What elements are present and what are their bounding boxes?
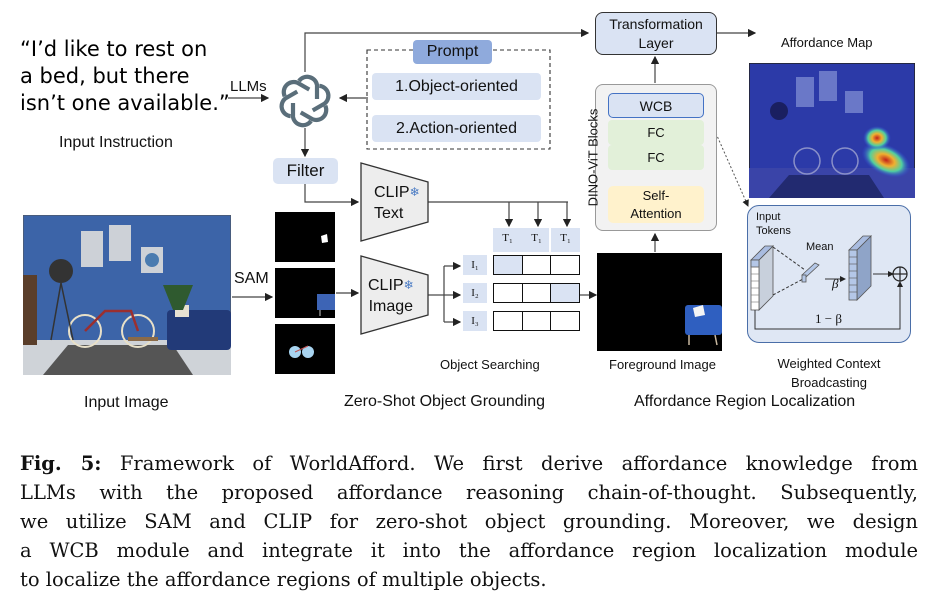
affordance-region-localization-label: Affordance Region Localization [634, 393, 856, 410]
similarity-cell [493, 283, 523, 303]
text-tokens: T₁ T₁ T₁ [493, 232, 580, 244]
similarity-cell [521, 255, 552, 275]
sam-mask-sofa [275, 268, 335, 318]
quote-line: a bed, but there [20, 64, 190, 88]
clip-text-encoder [360, 162, 429, 242]
fc-block: FC [608, 120, 704, 145]
object-searching-label: Object Searching [440, 357, 540, 372]
figure-caption: Fig. 5: Framework of WorldAfford. We fir… [20, 449, 918, 594]
similarity-cell [550, 255, 581, 275]
input-image-label: Input Image [84, 394, 169, 411]
caption-line: LLMs with the proposed affordance reason… [20, 481, 918, 504]
clip-image-encoder [360, 255, 429, 335]
mean-label: Mean [806, 241, 834, 253]
arrow-llm-to-transformation [304, 28, 590, 72]
caption-line: we utilize SAM and CLIP for zero-shot ob… [20, 510, 918, 533]
wcb-title: Weighted Context Broadcasting [777, 356, 881, 390]
wcb-diagram [750, 235, 908, 330]
llms-label: LLMs [230, 78, 267, 95]
similarity-cell [493, 311, 523, 331]
prompt-item-object-oriented: 1.Object-oriented [372, 73, 541, 100]
image-token: I₃ [463, 311, 487, 331]
connector-lines [228, 28, 757, 327]
sam-mask-bicycle [275, 324, 335, 374]
dino-vit-side-label: DINO-ViT Blocks [585, 108, 601, 207]
clip-text-label: CLIP❄ Text [374, 184, 420, 222]
circle-plus-icon [892, 266, 908, 282]
similarity-cell [550, 311, 581, 331]
text-token: T₁ [502, 232, 513, 244]
arrow-filter-to-clip-text [304, 184, 360, 207]
broadcast-token-stack [848, 235, 872, 301]
input-token-stack [750, 245, 774, 311]
image-token: I₁ [463, 255, 487, 275]
snowflake-icon: ❄ [409, 185, 420, 199]
input-instruction-label: Input Instruction [59, 134, 173, 151]
wcb-zoom-connector [702, 103, 749, 207]
self-attention-block: Self- Attention [608, 186, 704, 223]
snowflake-icon: ❄ [403, 278, 414, 292]
openai-logo-icon [279, 74, 331, 128]
foreground-image [597, 253, 722, 351]
text-token-header [493, 228, 580, 252]
caption-line: a WCB module and integrate it into the a… [20, 539, 918, 562]
sam-label: SAM [234, 270, 269, 287]
quote-line: “I’d like to rest on [20, 37, 208, 61]
zero-shot-grounding-label: Zero-Shot Object Grounding [344, 393, 545, 410]
quote-line: isn’t one available.” [20, 91, 230, 115]
transformation-layer-box: Transformation Layer [595, 12, 717, 55]
clip-image-label: CLIP❄ Image [368, 277, 414, 315]
caption-line: Fig. 5: Framework of WorldAfford. We fir… [20, 452, 918, 475]
sam-mask-stack [275, 212, 335, 374]
sam-mask-pillow [275, 212, 335, 262]
fc-block: FC [608, 145, 704, 170]
affordance-map-label: Affordance Map [781, 35, 873, 50]
input-image [23, 215, 231, 375]
similarity-row: I₂ [463, 283, 581, 303]
affordance-map-image [749, 63, 915, 198]
similarity-row: I₃ [463, 311, 581, 331]
image-token: I₂ [463, 283, 487, 303]
similarity-cell-highlighted [550, 283, 581, 303]
similarity-cell-highlighted [493, 255, 523, 275]
text-token: T₁ [531, 232, 542, 244]
foreground-image-label: Foreground Image [609, 357, 716, 372]
similarity-cell [521, 311, 552, 331]
one-minus-beta-label: 1 − β [815, 311, 842, 326]
input-tokens-label: Input Tokens [756, 211, 791, 237]
figure-number: Fig. 5: [20, 452, 102, 475]
text-token: T₁ [560, 232, 571, 244]
similarity-row: I₁ [463, 255, 581, 275]
similarity-cell [521, 283, 552, 303]
prompt-item-action-oriented: 2.Action-oriented [372, 115, 541, 142]
prompt-title: Prompt [413, 40, 492, 64]
input-instruction-quote: “I’d like to rest on a bed, but there is… [20, 36, 230, 117]
wcb-block: WCB [608, 93, 704, 118]
caption-line: to localize the affordance regions of mu… [20, 568, 547, 591]
filter-box: Filter [273, 158, 338, 184]
beta-label: β [832, 276, 839, 291]
